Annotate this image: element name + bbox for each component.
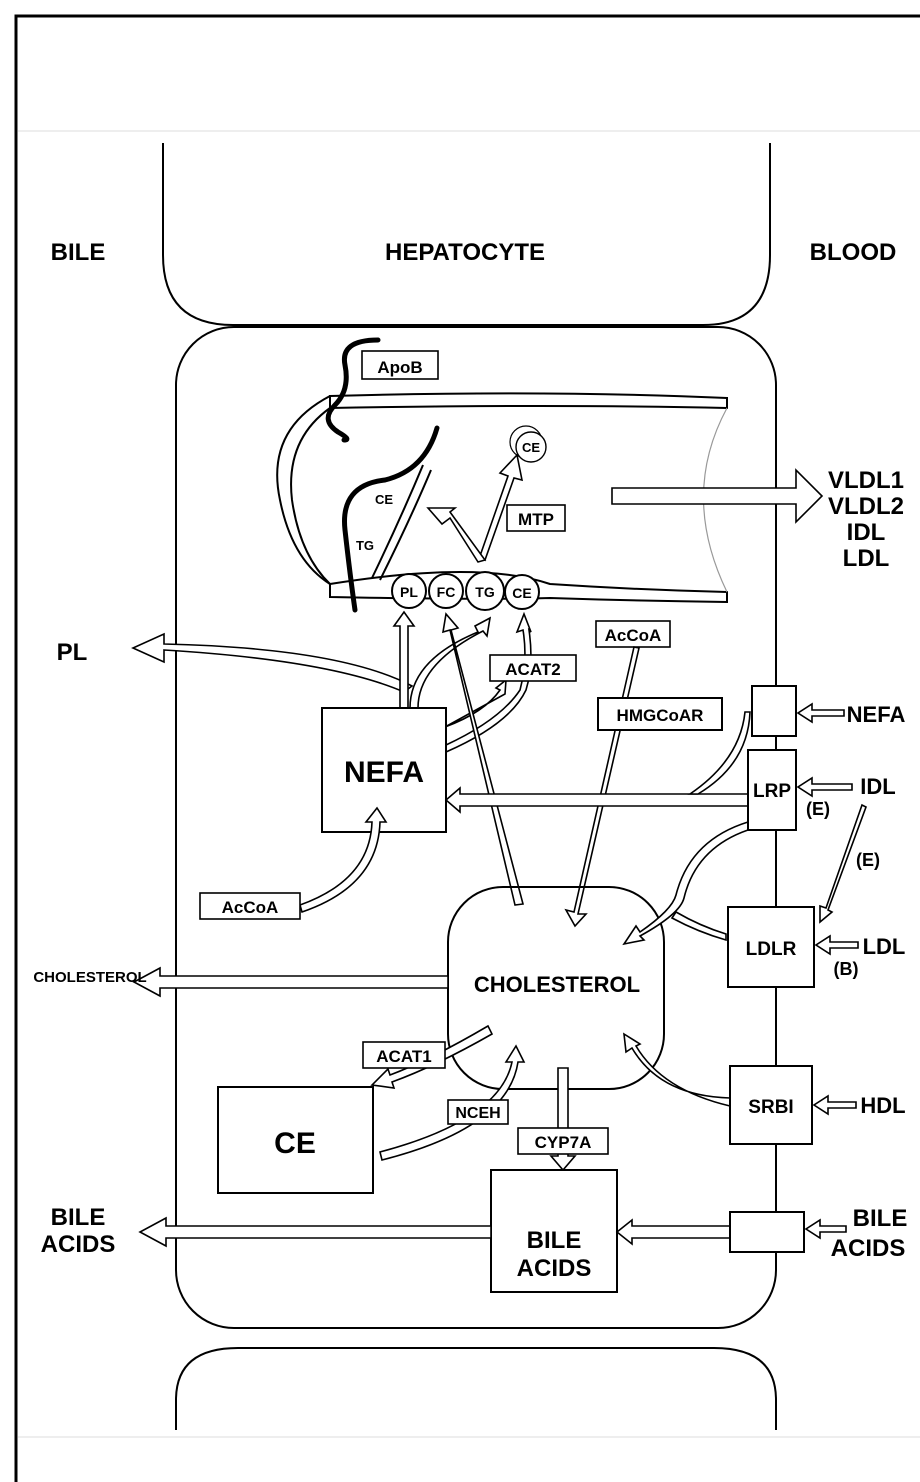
accoa-left-label: AcCoA bbox=[222, 898, 279, 917]
mtp-label: MTP bbox=[518, 510, 554, 529]
pl-output-label: PL bbox=[57, 639, 88, 666]
cholesterol-export-arrow bbox=[134, 968, 448, 996]
lipoprotein-output-list: VLDL1 VLDL2 IDL LDL bbox=[828, 467, 904, 572]
bile-acids-pool-label-1: BILE bbox=[527, 1227, 582, 1254]
apob-label: ApoB bbox=[377, 358, 422, 377]
ldl-label: LDL bbox=[843, 545, 890, 572]
ldl-input-arrow bbox=[816, 936, 858, 954]
cyp7a-label: CYP7A bbox=[535, 1133, 592, 1152]
cholesterol-pool-label: CHOLESTEROL bbox=[474, 972, 640, 997]
bile-acids-uptake-arrow bbox=[617, 1220, 730, 1244]
vldl-secretion-arrow bbox=[612, 470, 822, 522]
bile-acids-output-label-2: ACIDS bbox=[41, 1231, 116, 1258]
acat1-label: ACAT1 bbox=[376, 1047, 431, 1066]
nceh-label: NCEH bbox=[455, 1105, 500, 1122]
srbi-to-cholesterol-arrow bbox=[624, 1034, 730, 1106]
hmgcoar-arrow bbox=[566, 647, 639, 926]
bile-acids-blood-label-1: BILE bbox=[853, 1205, 908, 1232]
nefa-blood-label: NEFA bbox=[847, 702, 906, 727]
vldl1-label: VLDL1 bbox=[828, 467, 904, 494]
idl-blood-label: IDL bbox=[860, 774, 895, 799]
nefa-pool-label: NEFA bbox=[344, 756, 424, 789]
upper-hepatocyte-outline bbox=[163, 143, 770, 325]
bile-region-label: BILE bbox=[51, 239, 106, 266]
tg-inner-label: TG bbox=[356, 538, 374, 553]
apoe-label-1: (E) bbox=[806, 799, 830, 819]
cholesterol-output-label: CHOLESTEROL bbox=[33, 969, 146, 986]
ce-droplet-label: CE bbox=[522, 440, 540, 455]
bile-acid-transporter-box bbox=[730, 1212, 804, 1252]
ce-inner-label: CE bbox=[375, 492, 393, 507]
bile-acids-output-label-1: BILE bbox=[51, 1204, 106, 1231]
vldl2-label: VLDL2 bbox=[828, 493, 904, 520]
ldl-blood-label: LDL bbox=[863, 934, 906, 959]
acat2-label: ACAT2 bbox=[505, 660, 560, 679]
hdl-input-arrow bbox=[814, 1096, 856, 1114]
blood-region-label: BLOOD bbox=[810, 239, 897, 266]
idl-label: IDL bbox=[847, 519, 886, 546]
hepatocyte-region-label: HEPATOCYTE bbox=[385, 239, 545, 266]
tg-droplet-label: TG bbox=[475, 584, 495, 600]
nefa-input-arrow bbox=[798, 704, 844, 722]
hmgcoar-label: HMGCoAR bbox=[617, 706, 704, 725]
lipid-droplets: PL FC TG CE bbox=[392, 572, 539, 610]
bile-acids-pool-label-2: ACIDS bbox=[517, 1255, 592, 1282]
apob-blood-label: (B) bbox=[834, 959, 859, 979]
mtp-arrow-left bbox=[428, 508, 485, 562]
bile-acids-export-arrow bbox=[140, 1218, 491, 1246]
fc-droplet-label: FC bbox=[437, 584, 456, 600]
ldlr-label: LDLR bbox=[746, 939, 797, 960]
ce-pool-label: CE bbox=[274, 1127, 316, 1160]
accoa-top-label: AcCoA bbox=[605, 626, 662, 645]
bile-acids-blood-label-2: ACIDS bbox=[831, 1235, 906, 1262]
ce-droplet-er-label: CE bbox=[512, 585, 531, 601]
pl-export-arrow bbox=[133, 634, 412, 692]
pl-droplet-label: PL bbox=[400, 584, 418, 600]
srbi-label: SRBI bbox=[748, 1097, 793, 1118]
lrp-label: LRP bbox=[753, 781, 791, 802]
idl-input-arrow bbox=[798, 778, 852, 796]
lower-hepatocyte-outline bbox=[176, 1348, 776, 1430]
nefa-transporter-box bbox=[752, 686, 796, 736]
apoe-label-2: (E) bbox=[856, 850, 880, 870]
hdl-blood-label: HDL bbox=[860, 1093, 905, 1118]
ldlr-to-cholesterol-arrow bbox=[672, 912, 726, 940]
